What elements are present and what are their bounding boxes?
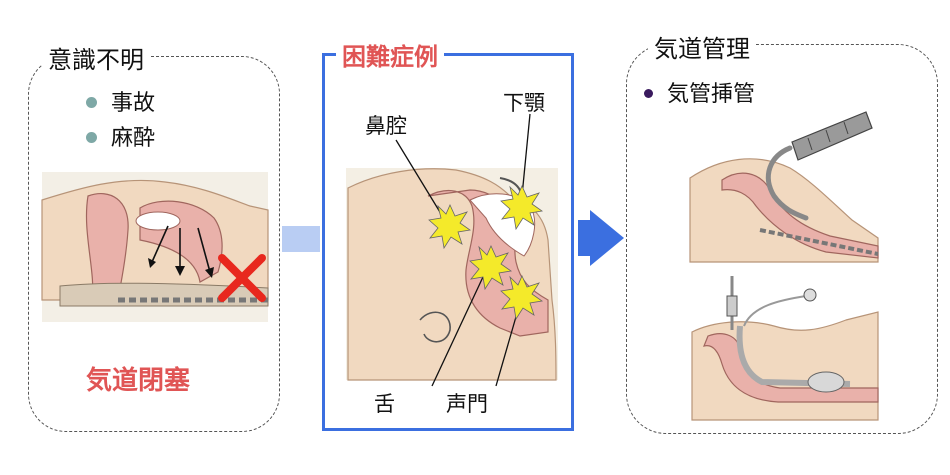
airway-obstruction-caption: 気道閉塞 [86,360,191,397]
left-panel-title: 意識不明 [42,40,150,75]
arrow-left-to-center [282,226,320,252]
difficulty-burst-icon [500,275,544,321]
center-head-illustration [346,113,558,387]
left-item-anesthesia: 麻酔 [86,120,155,152]
bullet-dot-icon [86,131,97,143]
right-item-intubation: 気管挿管 [644,76,755,108]
center-panel-difficult-cases [322,53,574,431]
intubation-tube-illustration [691,276,879,421]
center-panel-title: 困難症例 [336,37,444,72]
right-item-label: 気管挿管 [667,82,756,107]
left-head-illustration [41,172,269,322]
difficulty-burst-icon [428,204,472,250]
difficulty-burst-icon [500,185,544,231]
left-panel-unconscious [28,56,280,432]
label-nasal-cavity: 鼻腔 [365,114,407,138]
arrow-center-to-right [578,210,624,266]
label-mandible: 下顎 [503,91,545,115]
right-panel-airway-management [626,44,938,434]
left-item-label: 事故 [111,91,156,116]
bullet-dot-icon [644,88,653,98]
right-panel-title: 気道管理 [648,29,756,64]
bullet-dot-icon [86,96,97,108]
laryngoscope-illustration [689,111,879,263]
left-item-label: 麻酔 [111,126,156,151]
label-tongue: 舌 [374,392,395,416]
difficulty-burst-icon [469,245,513,291]
left-item-accident: 事故 [86,85,155,117]
label-glottis: 声門 [446,392,488,416]
obstruction-x-icon [218,254,266,302]
